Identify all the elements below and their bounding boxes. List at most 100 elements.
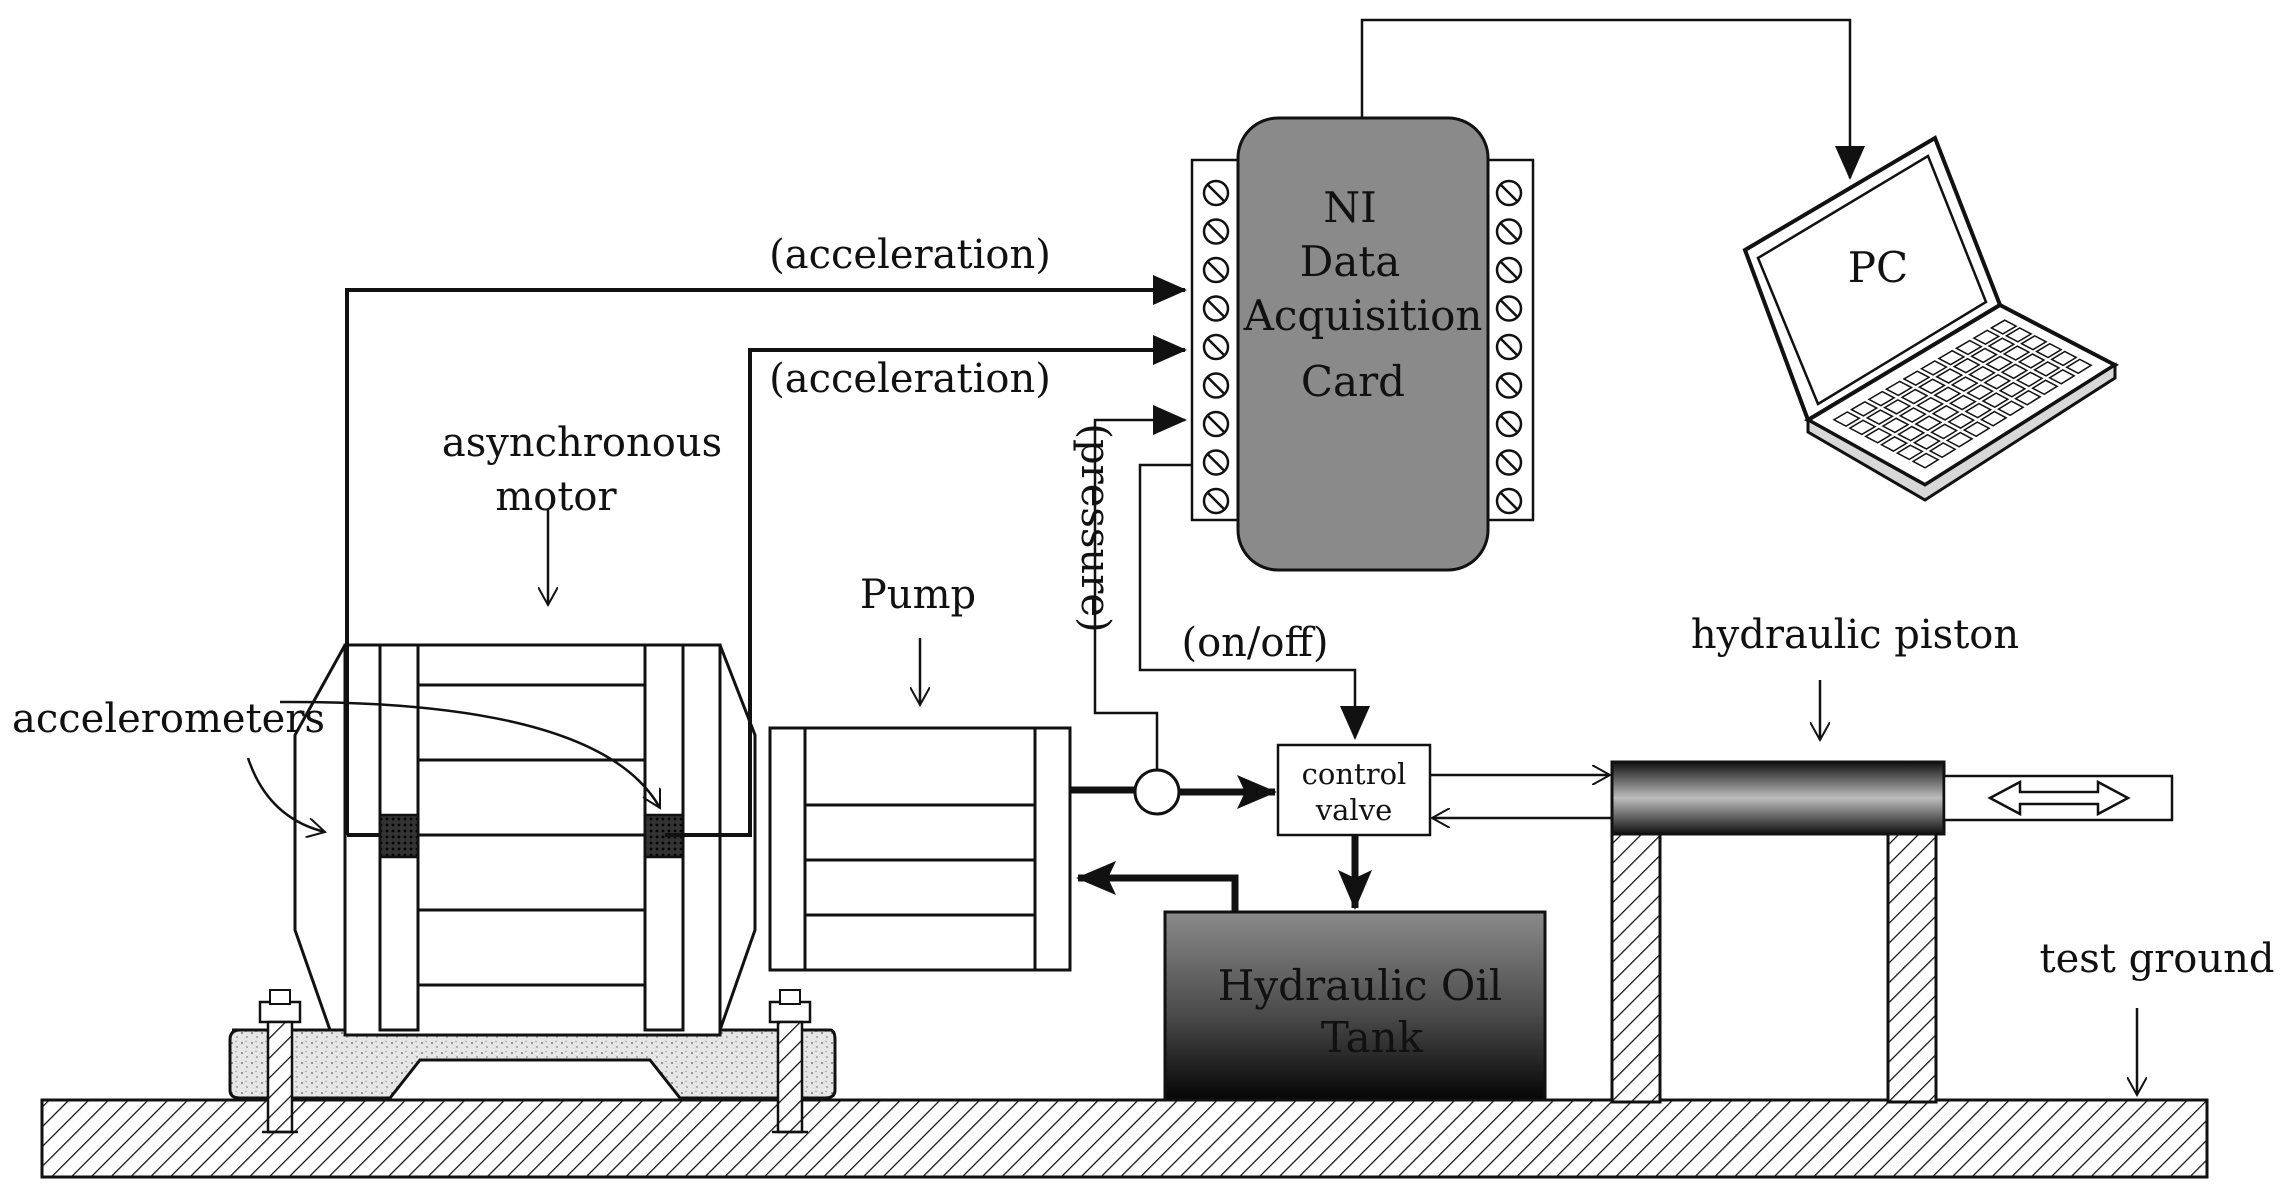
tank-label-2: Tank — [1321, 1013, 1424, 1062]
pressure-signal — [1093, 405, 1187, 775]
keyboard-key — [1912, 433, 1941, 450]
piston-label: hydraulic piston — [1691, 612, 2019, 658]
hydraulic-piston — [1610, 760, 2174, 1104]
terminal-screw-slot — [1500, 376, 1518, 395]
keyboard-key — [1964, 402, 1993, 419]
ni-label-1: NI — [1323, 183, 1376, 232]
terminal-screw-slot — [1207, 415, 1225, 433]
keyboard-key — [1937, 349, 1966, 366]
keyboard-key — [1879, 436, 1909, 452]
pressure-sensor — [1133, 768, 1181, 816]
keyboard-key — [1970, 347, 1998, 364]
ground-label: test ground — [2040, 936, 2275, 982]
onoff-signal — [1138, 463, 1370, 740]
keyboard-key — [1954, 339, 1983, 356]
keyboard-key — [1998, 381, 2027, 398]
ni-label-4: Card — [1301, 357, 1405, 406]
keyboard-key — [1933, 386, 1962, 403]
keyboard-key — [1928, 442, 1957, 459]
keyboard-key — [1902, 370, 1931, 386]
pump — [768, 726, 1072, 972]
keyboard-key — [1884, 380, 1914, 397]
accelerometer-left — [378, 813, 420, 859]
daq-to-pc-link — [1360, 18, 1865, 180]
accel-signal-top — [345, 275, 1187, 835]
accelerometer-pointer-right — [279, 700, 662, 808]
terminal-screws — [1202, 179, 1523, 515]
keyboard-key — [1911, 452, 1940, 469]
keyboard-key — [1945, 431, 1974, 448]
keyboard-key — [1881, 417, 1910, 434]
keyboard-key — [1832, 411, 1861, 427]
keyboard-key — [2002, 345, 2031, 361]
keyboard-key — [1950, 376, 1979, 392]
keyboard-key — [1935, 368, 1964, 384]
terminal-screw-slot — [1207, 338, 1225, 356]
keyboard-key — [2004, 327, 2033, 343]
ni-label-2: Data — [1300, 237, 1401, 286]
valve-label-2: valve — [1315, 793, 1393, 827]
terminal-screw-slot — [1207, 453, 1225, 472]
keyboard-key — [1883, 398, 1912, 415]
keyboard-key — [1919, 360, 1948, 376]
keyboard-key — [2017, 353, 2046, 369]
pc-label: PC — [1848, 243, 1908, 292]
keyboard-key — [2033, 361, 2061, 377]
keyboard-key — [1897, 425, 1926, 442]
keyboard-key — [1848, 419, 1877, 436]
ni-label-3: Acquisition — [1243, 291, 1483, 340]
keyboard-key — [1972, 329, 2001, 346]
keyboard-key — [1947, 413, 1976, 429]
keyboard-key — [1931, 404, 1960, 421]
motor-base — [228, 989, 837, 1134]
terminal-screw-slot — [1207, 492, 1225, 510]
keyboard-key — [1895, 444, 1924, 461]
terminal-screw-slot — [1500, 338, 1518, 356]
keyboard-key — [1917, 378, 1946, 395]
keyboard-key — [1867, 390, 1896, 407]
pump-label: Pump — [860, 572, 976, 618]
motor-label-2: motor — [495, 474, 617, 520]
keyboard-key — [2014, 389, 2042, 406]
terminal-screw-slot — [1500, 492, 1518, 510]
pc-laptop — [1742, 135, 2120, 502]
keyboard-key — [2000, 363, 2029, 380]
terminal-screw-slot — [1207, 222, 1225, 241]
keyboard-key — [1989, 319, 2018, 335]
keyboard-key — [1864, 427, 1893, 444]
keyboard-key — [1968, 365, 1996, 382]
keyboard-key — [1987, 337, 2016, 353]
asynchronous-motor — [293, 643, 757, 1037]
keyboard-key — [1983, 373, 2012, 390]
keyboard-key — [1952, 357, 1981, 374]
terminal-screw-slot — [1500, 415, 1518, 433]
keyboard-key — [1916, 396, 1945, 413]
keyboard-key — [2035, 342, 2063, 359]
keyboard-key — [2020, 334, 2048, 351]
keyboard-key — [1996, 400, 2025, 417]
left-bolt — [258, 989, 302, 1134]
control-valve — [1276, 743, 1432, 837]
keyboard-keys — [1832, 319, 2093, 469]
hydraulic-lines — [1070, 770, 1612, 912]
keyboard-key — [1849, 400, 1879, 417]
labels: NI Data Acquisition Card PC (acceleratio… — [12, 183, 2275, 1062]
terminal-screw-slot — [1207, 299, 1225, 318]
keyboard-key — [1966, 384, 1994, 400]
terminal-screw-slot — [1500, 184, 1518, 202]
keyboard-key — [1898, 407, 1927, 423]
motor-label-1: asynchronous — [442, 420, 722, 466]
keyboard-key — [1914, 415, 1943, 432]
keyboard-key — [1948, 394, 1977, 411]
right-bolt — [768, 989, 812, 1134]
keyboard-key — [1985, 355, 2014, 372]
terminal-screw-slot — [1500, 453, 1518, 472]
keyboard-key — [1979, 410, 2008, 427]
keyboard-key — [2015, 371, 2044, 388]
keyboard-key — [2050, 350, 2078, 367]
terminal-screw-slot — [1207, 261, 1225, 279]
keyboard-key — [2048, 368, 2076, 385]
keyboard-key — [1981, 392, 2010, 409]
terminal-screw-slot — [1500, 222, 1518, 241]
